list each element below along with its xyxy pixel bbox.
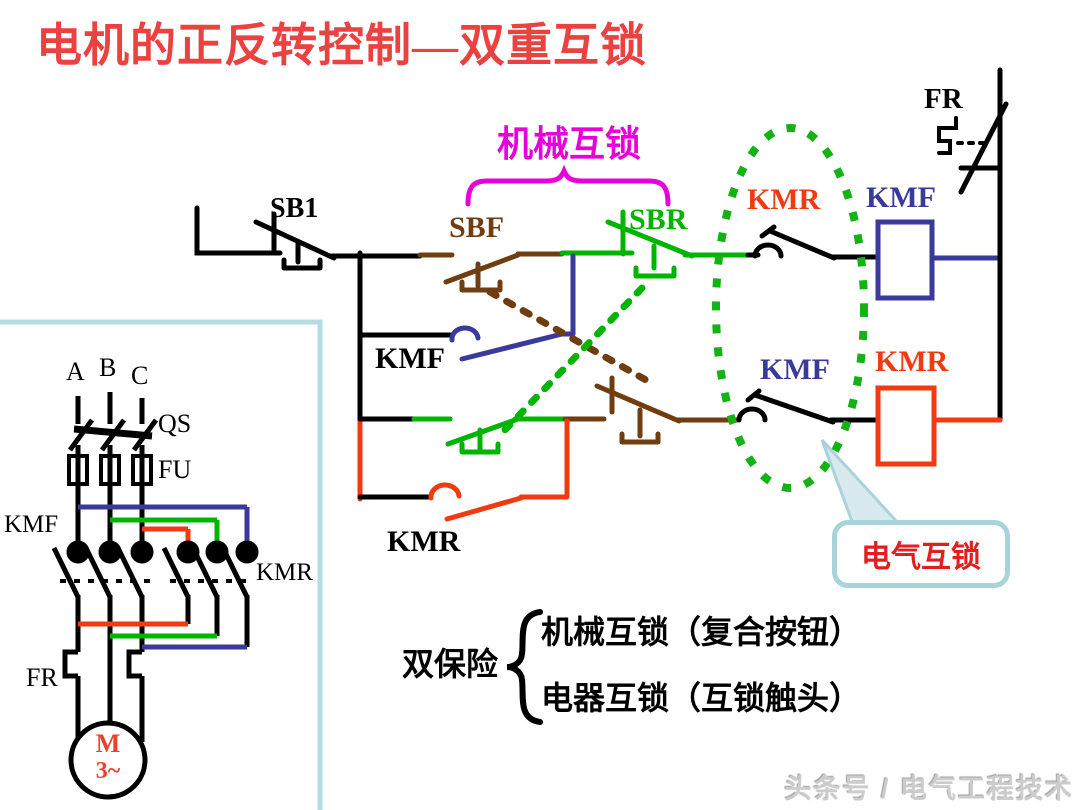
sb1-label: SB1 xyxy=(270,193,319,224)
kmr-power-label: KMR xyxy=(256,559,313,586)
sbr-start-button-symbol xyxy=(411,416,568,455)
power-circuit xyxy=(51,392,259,800)
motor-m-label: M xyxy=(95,729,121,758)
mechanical-interlock-brace xyxy=(465,164,671,207)
fr-power-label: FR xyxy=(26,663,58,692)
mechanical-link-dotted-lines xyxy=(486,284,650,440)
phase-lines xyxy=(75,392,145,424)
summary-lead: 双保险 xyxy=(402,646,499,682)
sbf-nc-contact-symbol xyxy=(562,375,740,445)
page-title: 电机的正反转控制—双重互锁 xyxy=(36,20,647,71)
kmf-interlock-label: KMF xyxy=(760,353,830,386)
summary-brace xyxy=(506,609,543,725)
kmf-coil-symbol xyxy=(875,219,1003,301)
motor-symbol xyxy=(68,720,148,800)
supply-stub xyxy=(194,205,283,256)
electrical-interlock-ellipse xyxy=(712,124,868,492)
qs-label: QS xyxy=(158,409,192,438)
kmr-coil-symbol xyxy=(875,385,1003,467)
phase-a-label: A xyxy=(66,357,85,386)
fr-thermal-symbols xyxy=(62,649,142,679)
fr-label-control: FR xyxy=(924,83,963,115)
motor-phase-label: 3~ xyxy=(95,758,121,784)
kmr-main-contacts xyxy=(161,540,259,599)
sbr-label: SBR xyxy=(629,203,688,236)
kmr-latch-label: KMR xyxy=(387,525,461,558)
electrical-interlock-callout: 电气互锁 xyxy=(832,520,1010,588)
control-circuit xyxy=(194,67,1009,522)
kmr-interlock-label: KMR xyxy=(747,183,821,216)
kmf-interlock-contact-symbol xyxy=(736,388,881,425)
kmf-latch-label: KMF xyxy=(375,342,445,375)
summary-item-2: 电器互锁（互锁触头） xyxy=(541,680,862,716)
sbf-start-button-symbol xyxy=(417,251,565,293)
phase-swap-wires-bottom xyxy=(78,621,247,650)
fr-contact-symbol xyxy=(937,101,1009,195)
sbf-label: SBF xyxy=(449,211,505,244)
kmf-coil-label: KMF xyxy=(866,181,936,214)
qs-switch-symbol xyxy=(67,418,159,452)
electrical-interlock-label: 电气互锁 xyxy=(861,541,981,574)
kmf-main-contacts xyxy=(51,540,154,599)
kmr-latch-contact-symbol xyxy=(428,418,570,522)
fu-fuse-symbols xyxy=(67,454,153,486)
kmr-interlock-contact-symbol xyxy=(745,224,881,261)
power-circuit-box xyxy=(0,319,323,810)
kmr-coil-label: KMR xyxy=(875,345,949,378)
phase-c-label: C xyxy=(131,361,149,390)
phase-b-label: B xyxy=(99,353,117,382)
summary-item-1: 机械互锁（复合按钮） xyxy=(541,614,862,650)
kmf-power-label: KMF xyxy=(4,511,59,538)
callout-pointer xyxy=(820,438,903,526)
sb1-stop-button-symbol xyxy=(253,211,337,271)
sbr-nc-contact-symbol xyxy=(559,209,751,279)
fu-label: FU xyxy=(158,455,192,484)
watermark: 头条号 / 电气工程技术 xyxy=(784,774,1074,804)
phase-swap-wires-top xyxy=(78,504,250,545)
mechanical-interlock-label: 机械互锁 xyxy=(497,124,642,164)
